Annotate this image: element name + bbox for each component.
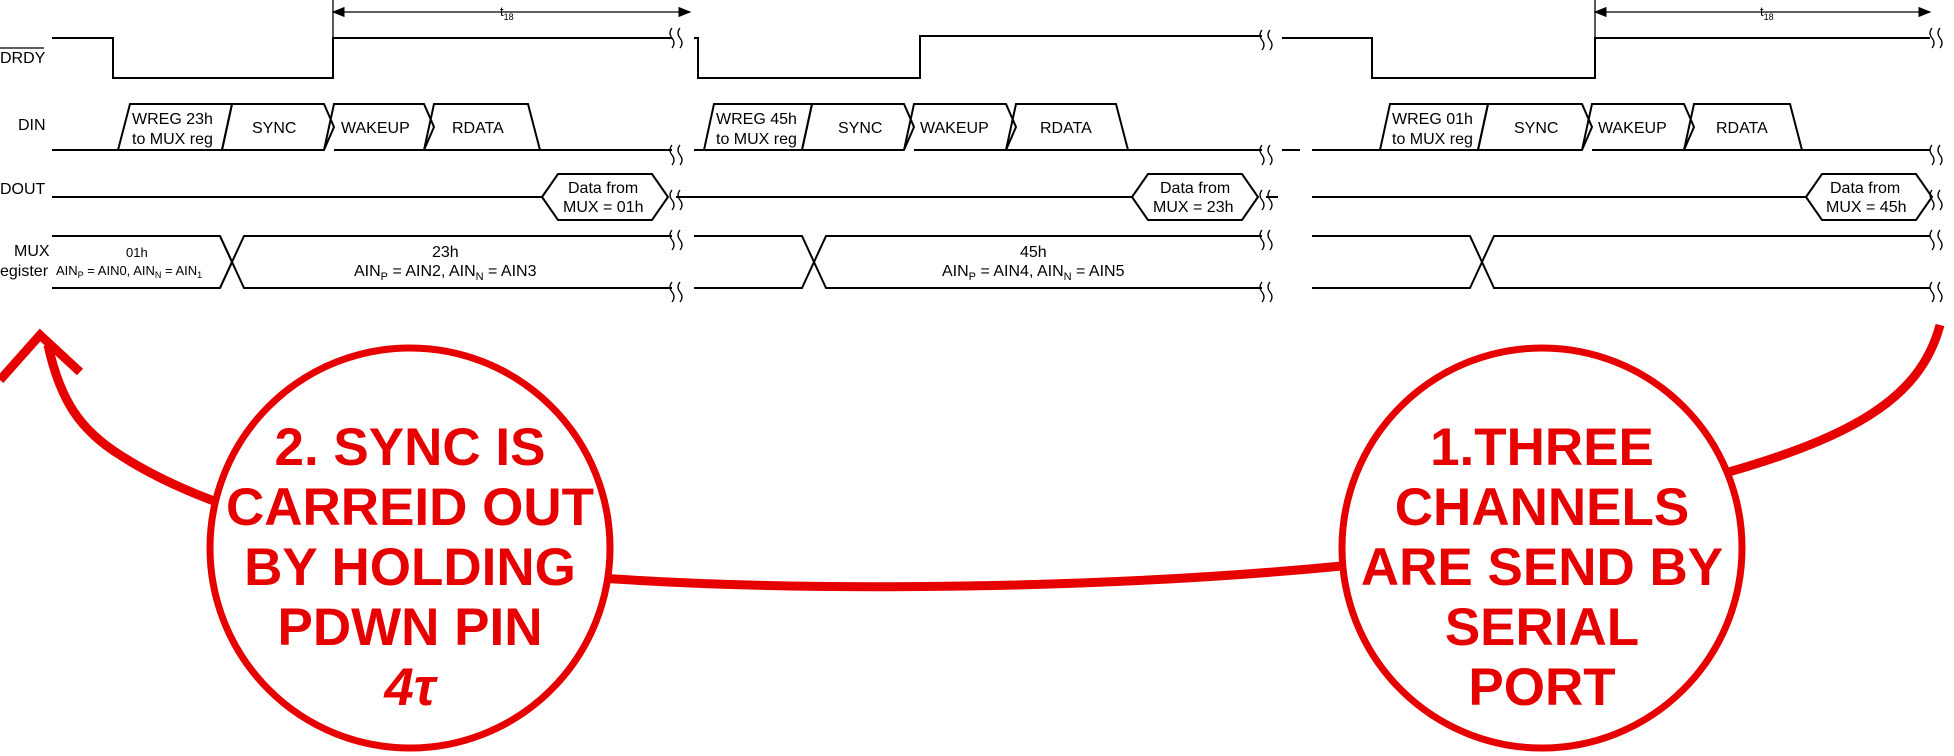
din-group-3: WREG 01h to MUX reg SYNC WAKEUP RDATA (1378, 103, 1804, 151)
svg-text:SYNC: SYNC (838, 120, 882, 137)
mux-label-line1: MUX (14, 243, 50, 260)
red-arrow-right (1698, 323, 1945, 485)
annotation-left-line2: CARREID OUT (226, 478, 594, 537)
dout-data-box-3: Data from MUX = 45h (1804, 173, 1934, 221)
annotation-right-line2: CHANNELS (1395, 478, 1689, 537)
din-rdata-box-3 (1682, 103, 1804, 151)
svg-text:WAKEUP: WAKEUP (1598, 120, 1667, 137)
svg-text:RDATA: RDATA (452, 120, 504, 137)
svg-text:to MUX reg: to MUX reg (132, 131, 213, 148)
t18-arrow-right: t18 (1593, 0, 1932, 40)
svg-text:MUX = 23h: MUX = 23h (1153, 199, 1233, 216)
dout-label: DOUT (0, 181, 46, 198)
drdy-label: DRDY (0, 50, 46, 67)
svg-text:WREG 23h: WREG 23h (132, 111, 213, 128)
mux-state-3-code: 45h (1020, 244, 1047, 261)
annotation-circle-left (206, 344, 614, 752)
din-label: DIN (18, 117, 46, 134)
din-wakeup-box-1 (323, 103, 436, 151)
annotation-right-line1: 1.THREE (1430, 418, 1654, 477)
mux-state-2-code: 23h (432, 244, 459, 261)
mux-state-2-detail: AINP = AIN2, AINN = AIN3 (354, 263, 537, 283)
svg-text:SYNC: SYNC (252, 120, 296, 137)
din-sync-box-2 (800, 103, 916, 151)
annotation-left-line3: BY HOLDING (244, 538, 576, 597)
annotation-right-line5: PORT (1468, 658, 1615, 717)
svg-text:to MUX reg: to MUX reg (716, 131, 797, 148)
annotation-right-line4: SERIAL (1445, 598, 1639, 657)
mux-waveform (52, 235, 1930, 289)
svg-text:SYNC: SYNC (1514, 120, 1558, 137)
annotation-left-line1: 2. SYNC IS (275, 418, 546, 477)
annotation-right-line3: ARE SEND BY (1361, 538, 1723, 597)
red-arrowhead-left (0, 328, 84, 383)
mux-state-3-detail: AINP = AIN4, AINN = AIN5 (942, 263, 1125, 283)
din-group-2: WREG 45h to MUX reg SYNC WAKEUP RDATA (702, 103, 1130, 151)
mux-state-1-detail: AINP = AIN0, AINN = AIN1 (56, 263, 202, 280)
din-rdata-box-1 (422, 103, 542, 151)
svg-text:WAKEUP: WAKEUP (920, 120, 989, 137)
annotation-circle-right (1338, 344, 1746, 752)
din-wakeup-box-2 (903, 103, 1018, 151)
din-sync-box-1 (220, 103, 336, 151)
annotation-left-line4: PDWN PIN (278, 598, 543, 657)
svg-text:MUX = 01h: MUX = 01h (563, 199, 643, 216)
dout-data-box-1: Data from MUX = 01h (540, 173, 670, 221)
din-rdata-box-2 (1004, 103, 1130, 151)
din-group-1: WREG 23h to MUX reg SYNC WAKEUP RDATA (116, 103, 542, 151)
svg-text:t18: t18 (1760, 4, 1774, 22)
break-marks (669, 27, 1943, 303)
svg-text:t18: t18 (500, 4, 514, 22)
annotation-left-line5: 4τ (383, 658, 437, 717)
din-wakeup-box-3 (1581, 103, 1696, 151)
drdy-waveform (52, 35, 1930, 79)
red-arrow-bottom (599, 560, 1353, 592)
mux-label-line2: egister (0, 263, 49, 280)
svg-text:Data from: Data from (1830, 180, 1900, 197)
svg-text:RDATA: RDATA (1040, 120, 1092, 137)
svg-text:RDATA: RDATA (1716, 120, 1768, 137)
svg-text:Data from: Data from (1160, 180, 1230, 197)
din-sync-box-3 (1476, 103, 1594, 151)
svg-text:WREG 01h: WREG 01h (1392, 111, 1473, 128)
dout-data-box-2: Data from MUX = 23h (1130, 173, 1260, 221)
svg-text:Data from: Data from (568, 180, 638, 197)
mux-state-1-code: 01h (126, 245, 148, 260)
svg-text:to MUX reg: to MUX reg (1392, 131, 1473, 148)
svg-text:WAKEUP: WAKEUP (341, 120, 410, 137)
t18-arrow-left: t18 (331, 0, 692, 40)
svg-text:WREG 45h: WREG 45h (716, 111, 797, 128)
svg-text:MUX = 45h: MUX = 45h (1826, 199, 1906, 216)
